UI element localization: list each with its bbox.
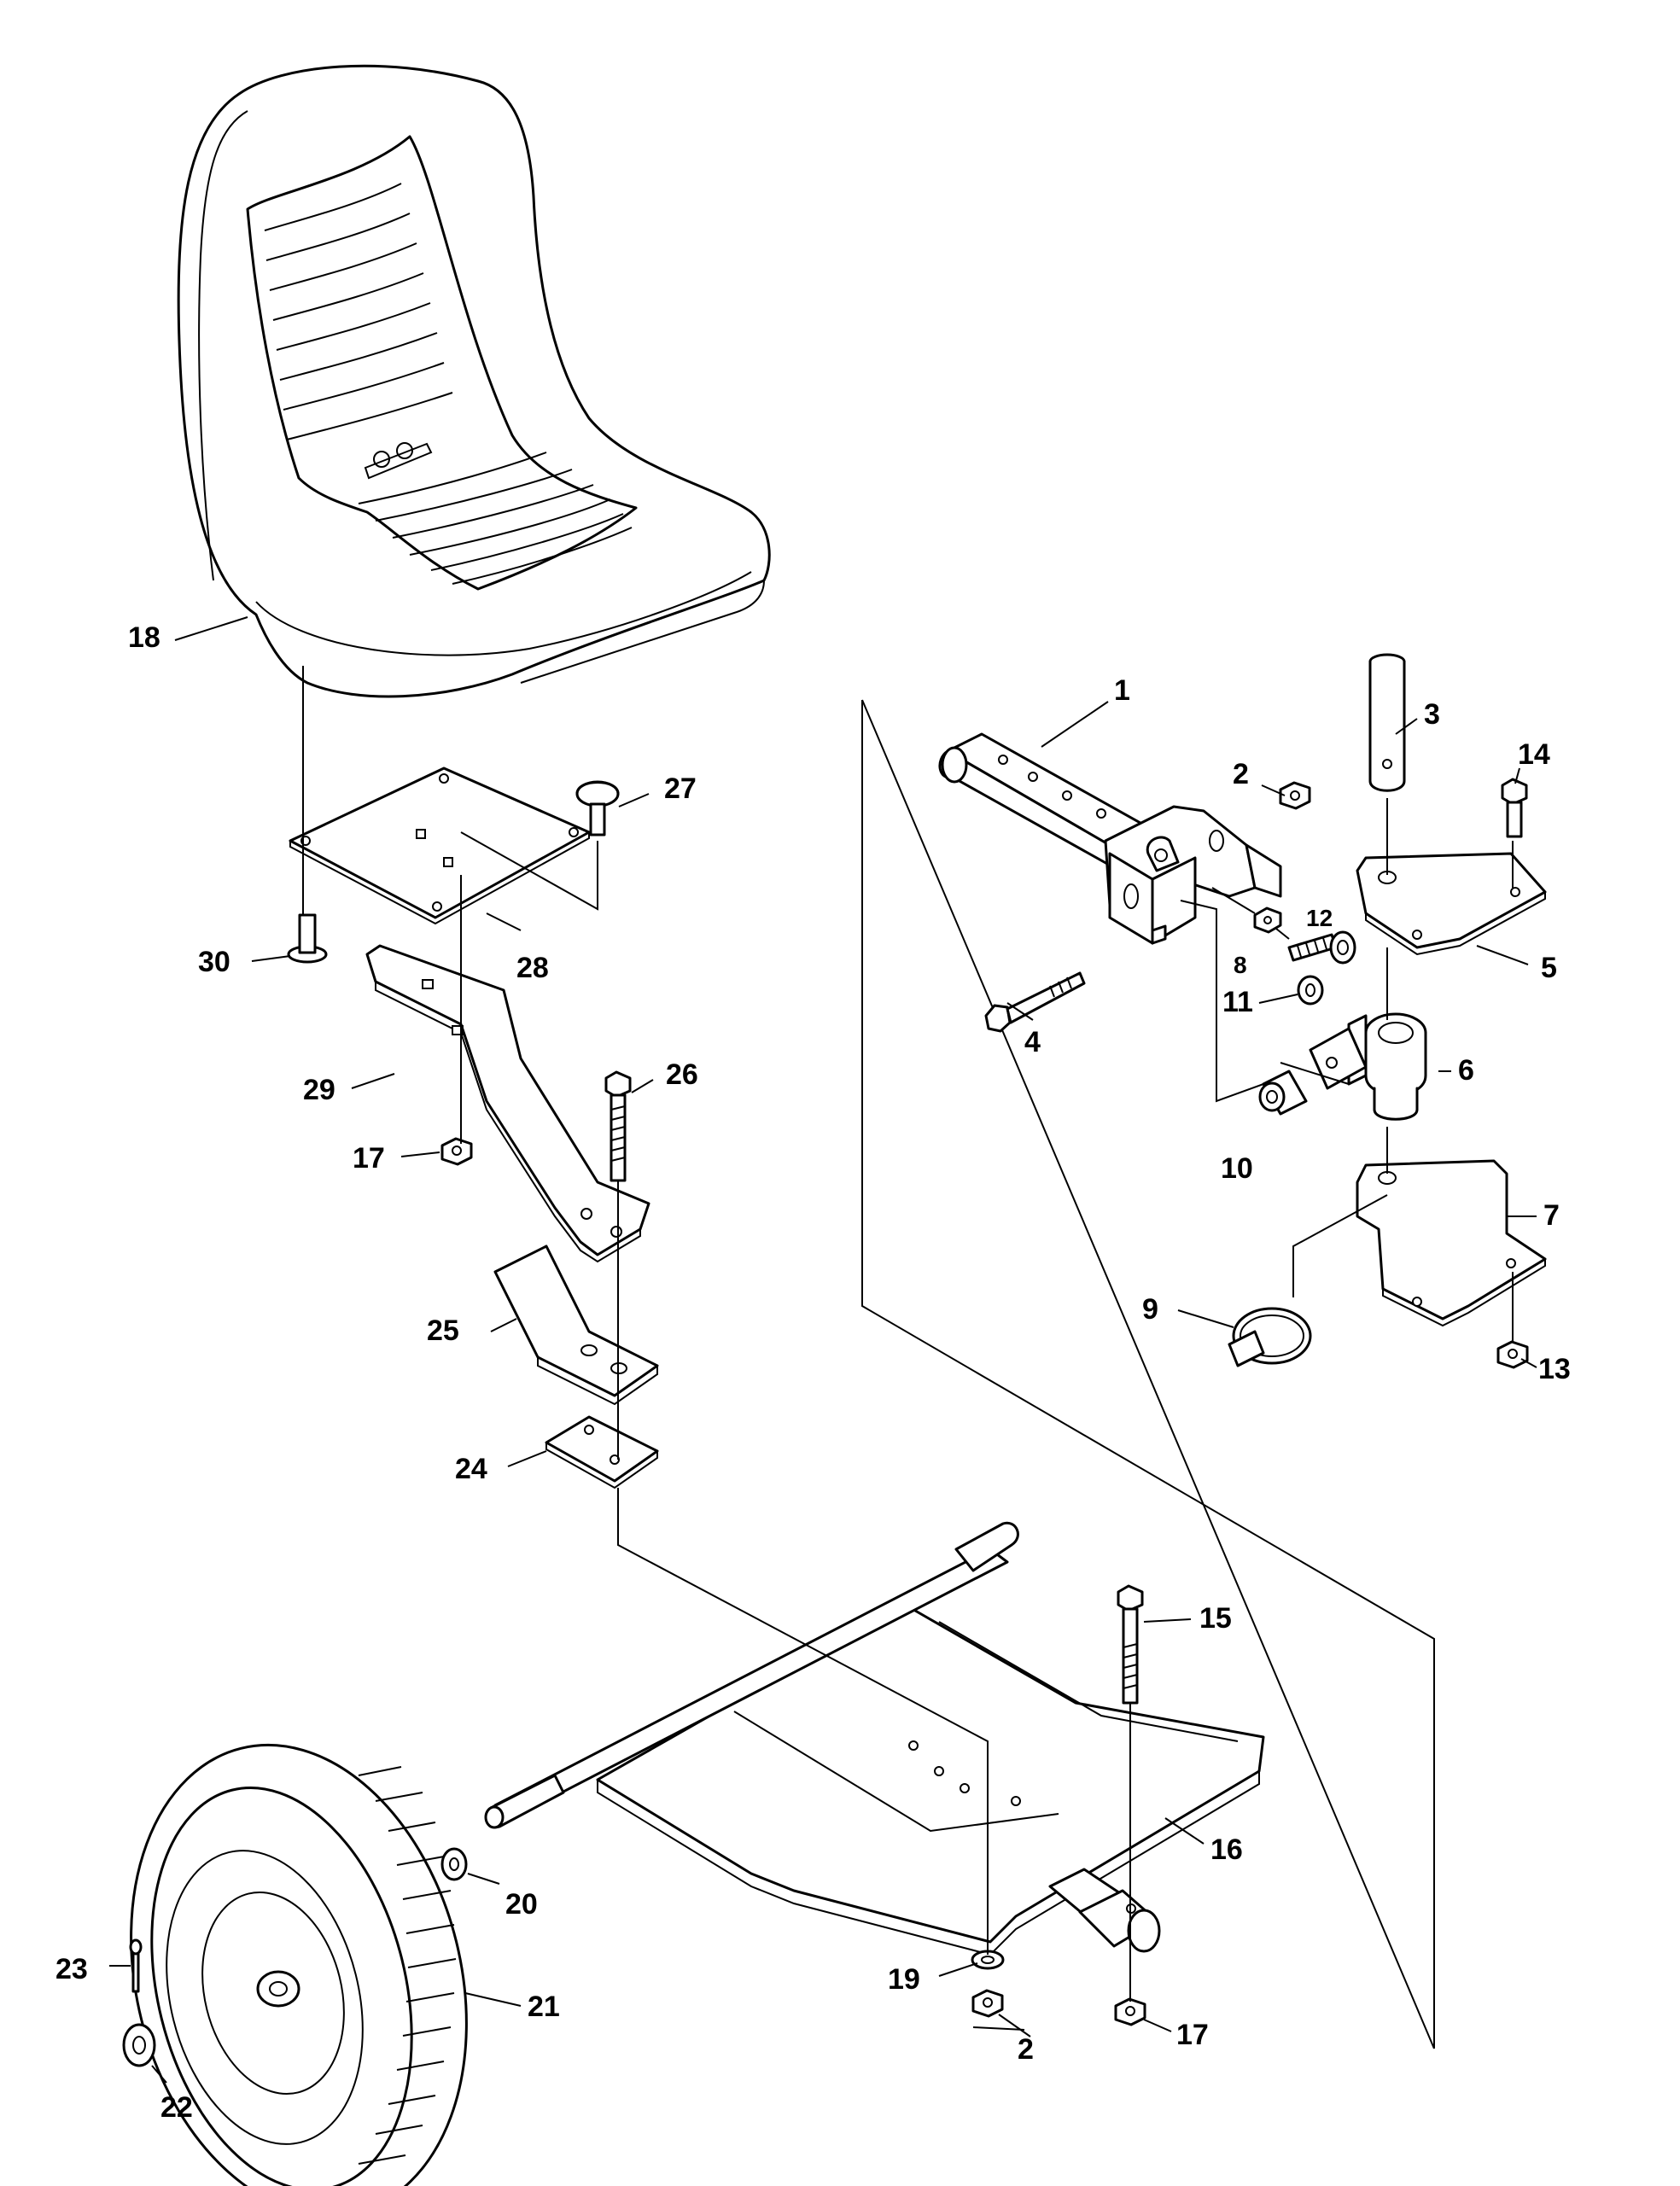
callout-1: 1 <box>1114 674 1130 707</box>
callout-2-lower: 2 <box>1018 2033 1034 2066</box>
upper-pivot-plate <box>1356 852 1547 956</box>
callout-24: 24 <box>455 1453 487 1485</box>
hitch-arm <box>938 732 1282 945</box>
callout-10: 10 <box>1221 1152 1253 1185</box>
hub-cap <box>122 2023 156 2067</box>
carriage-bolt <box>575 780 620 837</box>
eye-bolt <box>1287 930 1356 965</box>
main-frame <box>484 1521 1265 1956</box>
bracket-nut <box>1496 1340 1529 1369</box>
callout-leaders <box>109 616 1537 2084</box>
frame-bolt <box>1117 1584 1144 1705</box>
callout-20: 20 <box>505 1888 538 1921</box>
seat <box>177 64 771 698</box>
seat-pan <box>289 767 591 925</box>
callout-27: 27 <box>664 772 697 805</box>
spacer-washer <box>1297 975 1324 1006</box>
callout-18: 18 <box>128 621 160 654</box>
cotter-pin <box>129 1938 143 1993</box>
callout-5: 5 <box>1541 952 1557 984</box>
pivot-nut <box>1114 1997 1146 2026</box>
callout-21: 21 <box>528 1991 560 2023</box>
callout-12: 12 <box>1306 905 1333 931</box>
callout-26: 26 <box>666 1058 698 1091</box>
callout-22: 22 <box>160 2091 193 2124</box>
hitch-nut <box>1279 781 1311 810</box>
callout-labels: 18 30 28 27 29 17 26 25 24 1 2 3 14 5 4 … <box>55 621 1571 2124</box>
wheel-washer <box>440 1847 468 1881</box>
callout-15: 15 <box>1199 1602 1232 1635</box>
jam-nut <box>1253 906 1282 934</box>
callout-16: 16 <box>1210 1833 1243 1866</box>
hitch-pin <box>1368 653 1406 792</box>
callout-14: 14 <box>1518 738 1550 771</box>
seat-bolt <box>287 913 328 964</box>
callout-4: 4 <box>1024 1026 1041 1058</box>
pivot-block <box>1309 1012 1427 1121</box>
callout-2-upper: 2 <box>1233 758 1249 790</box>
callout-8: 8 <box>1234 952 1247 978</box>
callout-17-lower: 17 <box>1176 2019 1209 2051</box>
callout-3: 3 <box>1424 698 1440 731</box>
hex-bolt <box>604 1070 632 1182</box>
plate-bolt <box>1501 778 1528 838</box>
callout-25: 25 <box>427 1315 459 1347</box>
callout-9: 9 <box>1142 1293 1158 1326</box>
bushing <box>1258 1070 1308 1116</box>
callout-29: 29 <box>303 1074 335 1106</box>
pivot-bolt <box>984 971 1086 1033</box>
callout-13: 13 <box>1538 1353 1571 1385</box>
callout-23: 23 <box>55 1953 88 1985</box>
frame-nut <box>971 1989 1004 2018</box>
lower-pivot-bracket <box>1356 1159 1547 1327</box>
callout-6: 6 <box>1458 1054 1474 1087</box>
seat-support-bracket <box>365 944 650 1263</box>
callout-30: 30 <box>198 946 230 978</box>
angle-bracket <box>493 1245 659 1406</box>
callout-28: 28 <box>516 952 549 984</box>
callout-19: 19 <box>888 1963 920 1996</box>
lynch-pin <box>1228 1307 1312 1367</box>
mounting-plate <box>545 1415 659 1489</box>
callout-17-upper: 17 <box>353 1142 385 1175</box>
lock-washer <box>971 1950 1005 1970</box>
callout-11: 11 <box>1222 986 1253 1018</box>
seat-nut <box>440 1137 473 1166</box>
callout-7: 7 <box>1543 1199 1560 1232</box>
wheel <box>130 1743 468 2186</box>
